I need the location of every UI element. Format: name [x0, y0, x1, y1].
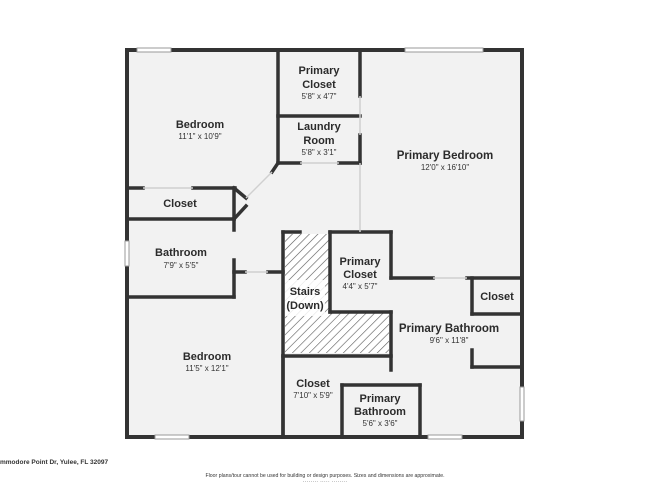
room-primary-closet-mid: Primary Closet 4'4" x 5'7" [340, 256, 382, 291]
room-bathroom: Bathroom 7'9" x 5'5" [155, 247, 207, 270]
room-name: Bathroom [155, 247, 207, 259]
brand-line: ········ ····· ········ [302, 479, 348, 485]
room-dims: 7'10" x 5'9" [293, 391, 333, 400]
room-closet-bottom: Closet 7'10" x 5'9" [293, 378, 333, 400]
property-address: mmodore Point Dr, Yulee, FL 32097 [0, 459, 109, 466]
room-dims: 7'9" x 5'5" [164, 261, 199, 270]
room-name: Bedroom [183, 351, 232, 363]
room-name: Primary [299, 65, 341, 77]
room-closet-left: Closet [163, 198, 197, 210]
room-dims: 4'4" x 5'7" [343, 282, 378, 291]
room-name: Primary Bedroom [397, 150, 494, 162]
room-laundry: Laundry Room 5'8" x 3'1" [297, 121, 341, 157]
room-name: Room [303, 135, 334, 147]
room-name: Stairs [290, 286, 321, 298]
room-dims: 5'8" x 3'1" [302, 148, 337, 157]
room-dims: 12'0" x 16'10" [421, 163, 469, 172]
room-name: Bedroom [176, 119, 225, 131]
room-name: Closet [343, 269, 377, 281]
room-stairs: Stairs (Down) [286, 286, 324, 312]
room-name: Closet [480, 291, 514, 303]
room-dims: 9'6" x 11'8" [430, 336, 469, 345]
room-primary-bedroom: Primary Bedroom 12'0" x 16'10" [397, 150, 494, 172]
room-name: Laundry [297, 121, 341, 133]
room-name: Closet [163, 198, 197, 210]
room-name: (Down) [286, 300, 324, 312]
disclaimer-text: Floor plans/tour cannot be used for buil… [205, 473, 445, 479]
room-primary-bathroom-small: Primary Bathroom 5'6" x 3'6" [354, 393, 406, 428]
room-name: Closet [296, 378, 330, 390]
room-primary-closet-top: Primary Closet 5'8" x 4'7" [299, 65, 341, 101]
room-name: Primary [340, 256, 382, 268]
room-dims: 11'5" x 12'1" [185, 364, 228, 373]
door-lines [143, 96, 467, 279]
room-dims: 11'1" x 10'9" [178, 132, 221, 141]
room-primary-bathroom: Primary Bathroom 9'6" x 11'8" [399, 323, 499, 345]
room-dims: 5'8" x 4'7" [302, 92, 337, 101]
room-name: Bathroom [354, 406, 406, 418]
primary-closet-mid-floor [330, 234, 391, 312]
room-closet-right: Closet [480, 291, 514, 303]
room-name: Primary [360, 393, 402, 405]
room-dims: 5'6" x 3'6" [363, 419, 398, 428]
windows [124, 47, 525, 440]
interior-walls [127, 50, 522, 439]
room-name: Closet [302, 79, 336, 91]
room-bedroom-top: Bedroom 11'1" x 10'9" [176, 119, 225, 141]
room-name: Primary Bathroom [399, 323, 499, 335]
room-bedroom-bottom: Bedroom 11'5" x 12'1" [183, 351, 232, 373]
stairs-label-bg [285, 280, 325, 316]
